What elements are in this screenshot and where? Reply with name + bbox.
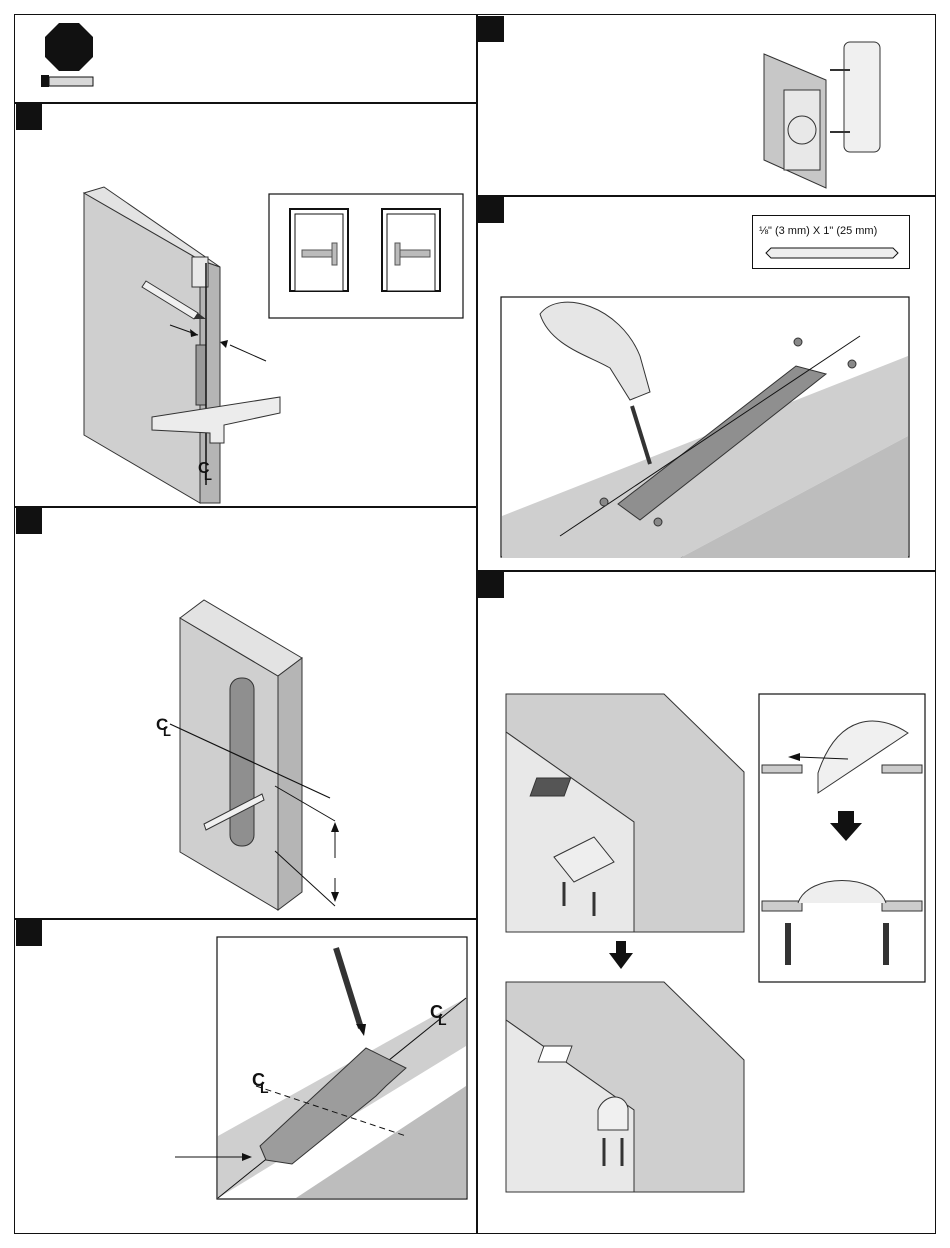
divider-2 xyxy=(14,506,476,508)
step-box-3 xyxy=(16,920,42,946)
drill-fraction: ⅛ xyxy=(759,225,768,237)
drill-bit-spec-box: ⅛ " (3 mm) X 1" (25 mm) xyxy=(752,215,910,269)
centerline-l-4: L xyxy=(260,1080,269,1096)
step-box-4 xyxy=(478,16,504,42)
centerline-l: L xyxy=(204,468,212,483)
mechanism-illustration xyxy=(744,40,894,190)
divider-3 xyxy=(14,918,476,920)
template-marking-illustration: C L C L xyxy=(216,936,470,1200)
centerline-l-2: L xyxy=(163,724,171,739)
strike-detail-inset xyxy=(758,693,926,983)
step-box-1 xyxy=(16,104,42,130)
arrow-down-icon xyxy=(608,940,634,970)
door-marking-illustration: C L xyxy=(70,185,290,505)
drill-size-text: " (3 mm) X 1" (25 mm) xyxy=(768,225,877,237)
drilling-illustration xyxy=(500,296,910,558)
step-box-2 xyxy=(16,508,42,534)
strike-install-bottom xyxy=(504,980,744,1192)
strike-install-top xyxy=(504,692,744,932)
bolt-icon xyxy=(40,74,94,88)
divider-5 xyxy=(476,570,936,572)
drill-bit-icon xyxy=(765,246,899,260)
door-cutout-illustration: C L xyxy=(150,596,350,914)
divider-4 xyxy=(476,195,936,197)
divider-1 xyxy=(14,102,476,104)
step-box-5 xyxy=(478,197,504,223)
step-box-6 xyxy=(478,572,504,598)
pointer-arrow xyxy=(174,1150,254,1164)
centerline-l-3: L xyxy=(438,1012,447,1028)
stop-sign-icon xyxy=(44,22,94,72)
door-handing-inset xyxy=(268,193,464,319)
